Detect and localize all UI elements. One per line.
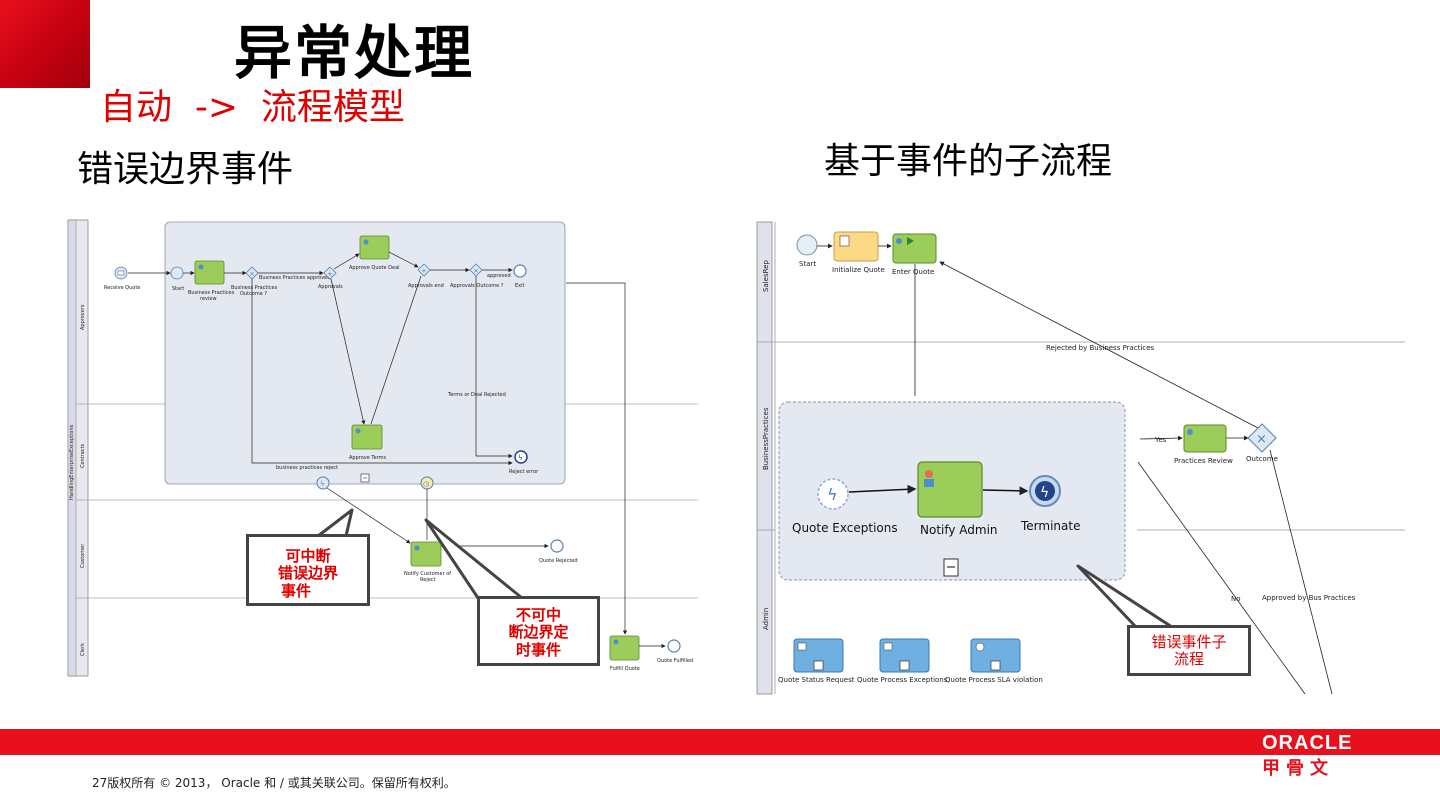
callout-error-event-subprocess: 错误事件子 流程 xyxy=(1127,625,1251,676)
user-icon xyxy=(355,428,361,434)
lane-label-contracts: Contracts xyxy=(80,443,86,468)
callout-noninterrupting-timer: 不可中 断边界定 时事件 xyxy=(477,596,600,666)
gateway-approvals-end xyxy=(417,263,431,277)
label-receive-quote: Receive Quote xyxy=(104,285,140,291)
timer-icon xyxy=(975,642,985,652)
label-outcome: Outcome xyxy=(1246,455,1278,463)
label-bp-reject: business practices reject xyxy=(276,465,338,471)
label-approvals-end: Approvals end xyxy=(408,283,444,289)
oracle-chinese-logo: 甲骨文 xyxy=(1262,758,1334,779)
task-notify-admin xyxy=(917,461,983,518)
left-heading: 错误边界事件 xyxy=(77,149,294,190)
lane-label-businesspractices: BusinessPractices xyxy=(762,407,770,470)
label-exit: Exit xyxy=(515,283,525,289)
label-bp-outcome-2: Outcome ? xyxy=(240,291,267,297)
label-approvals-outcome: Approvals Outcome ? xyxy=(450,283,504,289)
error-start-event xyxy=(817,478,849,510)
label-bp-approved: Business Practices approved xyxy=(259,275,330,281)
user-icon xyxy=(363,239,369,245)
quote-fulfilled-end-event xyxy=(667,639,681,653)
label-quote-status-request: Quote Status Request xyxy=(778,676,855,684)
label-bpr-1: Business Practices xyxy=(188,290,235,296)
label-yes: Yes xyxy=(1154,436,1167,444)
slide-title: 异常处理 xyxy=(234,19,475,87)
svg-text:+: + xyxy=(421,267,427,275)
envelope-icon xyxy=(797,642,807,651)
label-fulfill-quote: Fulfill Quote xyxy=(610,666,640,672)
label-quote-fulfilled: Quote Fulfilled xyxy=(657,658,693,664)
subprocess-box xyxy=(164,221,566,485)
boundary-error-event xyxy=(316,476,330,490)
brand-red-square xyxy=(0,0,90,88)
svg-text:ϟ: ϟ xyxy=(320,480,325,488)
label-start: Start xyxy=(799,260,816,268)
copyright-footer: 27版权所有 © 2013， Oracle 和 / 或其关联公司。保留所有权利。 xyxy=(92,776,456,790)
error-icon xyxy=(883,642,893,651)
task-practices-review xyxy=(1183,424,1227,453)
label-terms-rejected: Terms or Deal Rejected xyxy=(447,392,506,398)
lane-label-salesrep: SalesRep xyxy=(762,260,770,292)
user-icon xyxy=(1187,429,1193,435)
gateway-approvals xyxy=(323,266,337,280)
svg-text:×: × xyxy=(249,270,255,278)
label-practices-review: Practices Review xyxy=(1174,457,1233,465)
pool-label: HandlingEnterpriseExceptions xyxy=(69,424,75,500)
label-quote-exceptions: Quote Exceptions xyxy=(792,521,898,535)
label-start: Start xyxy=(172,286,184,292)
label-approved-by-bp: Approved by Bus Practices xyxy=(1262,594,1356,602)
user-icon xyxy=(925,470,933,478)
label-notify-customer-2: Reject xyxy=(420,577,436,583)
left-bpmn-diagram: HandlingEnterpriseExceptions Approvers C… xyxy=(67,219,698,677)
lane-label-admin: Admin xyxy=(762,608,770,630)
label-approve-terms: Approve Terms xyxy=(349,455,387,461)
label-no: No xyxy=(1231,595,1241,603)
label-reject-error: Reject error xyxy=(509,469,539,475)
label-approvals: Approvals xyxy=(318,284,343,290)
lane-label-clerk: Clerk xyxy=(80,643,86,656)
gateway-outcome xyxy=(1247,423,1277,453)
lane-label-customer: Customer xyxy=(80,543,86,568)
svg-text:+: + xyxy=(327,270,333,278)
reject-error-end-event xyxy=(514,450,528,464)
script-icon xyxy=(839,235,850,247)
right-heading: 基于事件的子流程 xyxy=(824,141,1113,182)
svg-text:◷: ◷ xyxy=(423,480,430,488)
label-bpr-2: review xyxy=(200,296,217,302)
right-bpmn-diagram: SalesRep BusinessPractices Admin Start I… xyxy=(756,221,1405,695)
callout-tail xyxy=(1076,564,1174,629)
label-initialize-quote: Initialize Quote xyxy=(832,266,885,274)
lane-label-approvers: Approvers xyxy=(80,304,86,330)
oracle-logo: ORACLE xyxy=(1262,732,1353,754)
task-enter-quote xyxy=(892,233,937,264)
start-event xyxy=(796,234,818,256)
brand-bottom-bar xyxy=(0,729,1440,755)
envelope-icon xyxy=(117,270,125,276)
svg-text:×: × xyxy=(1256,432,1267,447)
user-icon xyxy=(198,264,204,270)
callout-interrupting-error: 可中断 错误边界 事件 xyxy=(246,534,370,606)
label-approve-quote-deal: Approve Quote Deal xyxy=(349,265,400,271)
label-quote-process-sla: Quote Process SLA violation xyxy=(945,676,1043,684)
quote-rejected-end-event xyxy=(550,539,564,553)
label-terminate: Terminate xyxy=(1020,519,1080,533)
label-quote-rejected: Quote Rejected xyxy=(539,558,578,564)
svg-text:ϟ: ϟ xyxy=(1040,485,1049,501)
label-quote-process-exceptions: Quote Process Exceptions xyxy=(857,676,948,684)
error-icon: ϟ xyxy=(827,485,838,504)
user-icon xyxy=(414,545,420,551)
label-notify-admin: Notify Admin xyxy=(920,523,998,537)
play-icon xyxy=(907,237,914,245)
slide-subtitle: 自动 -> 流程模型 xyxy=(100,87,405,128)
svg-text:ϟ: ϟ xyxy=(518,454,523,462)
label-notify-customer-1: Notify Customer of xyxy=(404,571,451,577)
label-bp-outcome-1: Business Practices xyxy=(231,285,278,291)
label-approved: approved xyxy=(487,273,511,279)
label-enter-quote: Enter Quote xyxy=(892,268,934,276)
user-icon xyxy=(613,639,619,645)
svg-text:×: × xyxy=(473,267,479,275)
label-rejected-by-bp: Rejected by Business Practices xyxy=(1046,344,1155,352)
pool-header xyxy=(756,221,773,695)
user-icon xyxy=(896,238,902,244)
exit-end-event xyxy=(513,264,527,278)
